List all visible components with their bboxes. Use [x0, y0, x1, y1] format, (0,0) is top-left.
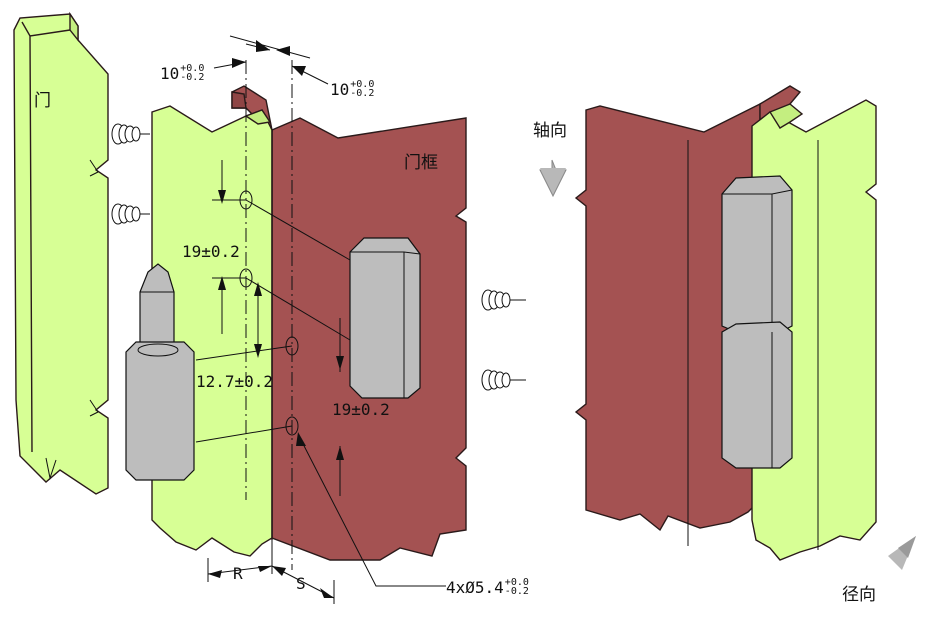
rs-dimension: [207, 540, 335, 604]
tolerance-lower: -0.2: [180, 71, 205, 83]
door-leaf-left: [13, 11, 109, 495]
offset-left-tolerance: +0.0-0.2: [180, 62, 205, 83]
offset-dimension: [213, 35, 329, 85]
offset-right-base: 10: [330, 80, 350, 99]
tolerance-upper: +0.0: [350, 78, 375, 90]
screw-icon: [481, 289, 526, 391]
dimension-s-label: S: [296, 574, 306, 593]
axial-label: 轴向: [533, 121, 567, 141]
dimension-arrow: [218, 160, 344, 496]
offset-left-base: 10: [160, 64, 180, 83]
hole-callout: 4xØ5.4+0.0-0.2: [446, 576, 529, 598]
hole-leader: [296, 432, 446, 587]
door-label: 门: [34, 91, 51, 111]
hinge-pin: [125, 263, 195, 481]
offset-left-dimension: 10+0.0-0.2: [160, 62, 205, 84]
axial-arrow-icon: [539, 159, 567, 198]
tolerance-upper: +0.0: [504, 576, 529, 588]
dimension-r-label: R: [233, 564, 243, 583]
pitch-lower-dimension: 12.7±0.2: [196, 372, 274, 391]
pitch-frame-dimension: 19±0.2: [332, 400, 390, 419]
hinge-block-right-bottom: [721, 321, 793, 469]
offset-right-dimension: 10+0.0-0.2: [330, 78, 375, 100]
pitch-upper-dimension: 19±0.2: [182, 242, 240, 261]
hinge-block-right-top: [721, 175, 793, 333]
hole-tolerance: +0.0-0.2: [504, 576, 529, 597]
screw-icon: [111, 123, 150, 225]
radial-label: 径向: [842, 585, 876, 605]
door-frame-label: 门框: [404, 153, 438, 173]
tolerance-lower: -0.2: [350, 87, 375, 99]
hole-base: 4xØ5.4: [446, 578, 504, 597]
tolerance-lower: -0.2: [504, 585, 529, 597]
offset-right-tolerance: +0.0-0.2: [350, 78, 375, 99]
radial-arrow-icon: [888, 536, 916, 570]
hinge-block-frame: [349, 237, 421, 399]
tolerance-upper: +0.0: [180, 62, 205, 74]
